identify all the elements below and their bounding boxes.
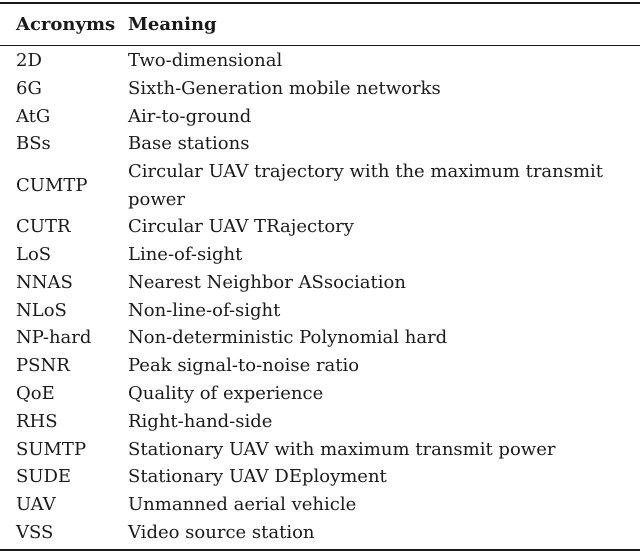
acronym-cell: QoE xyxy=(16,382,55,404)
meaning-cell: Line-of-sight xyxy=(128,243,243,265)
meaning-cell: Peak signal-to-noise ratio xyxy=(128,355,360,377)
table-header-row: Acronyms Meaning xyxy=(0,4,640,45)
acronym-cell: SUDE xyxy=(16,466,72,488)
meaning-cell: Unmanned aerial vehicle xyxy=(128,494,357,516)
meaning-cell: Nearest Neighbor ASsociation xyxy=(128,271,406,293)
table-row: 6G Sixth-Generation mobile networks xyxy=(0,75,640,103)
table-row: NP-hard Non-deterministic Polynomial hard xyxy=(0,324,640,352)
acronym-cell: AtG xyxy=(16,105,51,127)
meaning-cell: Base stations xyxy=(128,133,250,155)
table-row: VSS Video source station xyxy=(0,519,640,547)
header-acronyms: Acronyms xyxy=(16,14,116,35)
table-row: QoE Quality of experience xyxy=(0,380,640,408)
table-row: SUMTP Stationary UAV with maximum transmi… xyxy=(0,436,640,464)
meaning-cell: Quality of experience xyxy=(128,382,324,404)
acronym-cell: LoS xyxy=(16,243,52,265)
table-body: 2D Two-dimensional 6G Sixth-Generation mobi… xyxy=(0,46,640,549)
header-rule xyxy=(0,45,640,46)
acronym-cell: 2D xyxy=(16,50,42,71)
meaning-cell: Sixth-Generation mobile networks xyxy=(128,77,441,99)
meaning-cell: Air-to-ground xyxy=(128,105,252,127)
meaning-cell: Non-deterministic Polynomial hard xyxy=(128,327,448,349)
table-row: CUTR Circular UAV TRajectory xyxy=(0,213,640,241)
table-row: NLoS Non-line-of-sight xyxy=(0,297,640,325)
table-row: SUDE Stationary UAV DEployment xyxy=(0,463,640,491)
meaning-cell: Right-hand-side xyxy=(128,410,273,432)
table-row: NNAS Nearest Neighbor ASsociation xyxy=(0,269,640,297)
acronym-cell: CUTR xyxy=(16,216,71,238)
meaning-cell: Circular UAV trajectory with the maximum… xyxy=(128,160,604,210)
meaning-cell: Stationary UAV DEployment xyxy=(128,466,387,488)
acronym-cell: PSNR xyxy=(16,355,70,377)
header-meaning: Meaning xyxy=(128,14,217,35)
meaning-cell: Circular UAV TRajectory xyxy=(128,216,354,238)
meaning-cell: Two-dimensional xyxy=(128,50,283,71)
acronym-cell: SUMTP xyxy=(16,438,87,460)
top-rule xyxy=(0,2,640,4)
table-row: BSs Base stations xyxy=(0,130,640,158)
acronym-cell: CUMTP xyxy=(16,174,88,196)
acronym-cell: UAV xyxy=(16,494,56,516)
table-row: LoS Line-of-sight xyxy=(0,241,640,269)
acronym-cell: NLoS xyxy=(16,299,67,321)
table-row: PSNR Peak signal-to-noise ratio xyxy=(0,352,640,380)
table-row: CUMTP Circular UAV trajectory with the ma… xyxy=(0,158,640,213)
meaning-cell: Non-line-of-sight xyxy=(128,299,281,321)
table-row: UAV Unmanned aerial vehicle xyxy=(0,491,640,519)
bottom-rule xyxy=(0,548,640,551)
meaning-cell: Stationary UAV with maximum transmit pow… xyxy=(128,438,556,460)
table-row: 2D Two-dimensional xyxy=(0,47,640,75)
meaning-cell: Video source station xyxy=(128,521,315,543)
acronym-cell: BSs xyxy=(16,133,51,155)
acronym-cell: RHS xyxy=(16,410,58,432)
acronym-cell: VSS xyxy=(16,521,54,543)
acronym-cell: NP-hard xyxy=(16,327,92,349)
table-row: RHS Right-hand-side xyxy=(0,408,640,436)
acronym-cell: NNAS xyxy=(16,271,73,293)
acronym-cell: 6G xyxy=(16,77,42,99)
table-row: AtG Air-to-ground xyxy=(0,103,640,131)
